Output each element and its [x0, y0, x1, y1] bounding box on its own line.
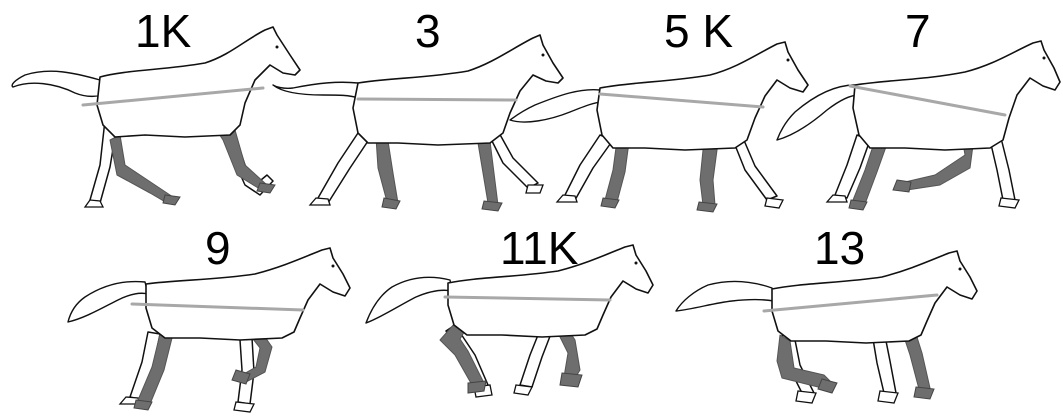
frame-label-3: 5 K: [664, 5, 734, 57]
frame-label-2: 3: [415, 5, 441, 57]
frame-label-5: 9: [205, 222, 231, 274]
horse-frame-5: [67, 247, 351, 413]
horse-frame-6: [365, 244, 654, 398]
horse-frame-4: [776, 40, 1061, 211]
horse-frame-3: [509, 41, 809, 213]
frame-label-7: 13: [814, 222, 866, 274]
horse-frame-2: [272, 34, 564, 212]
horse-frame-1: [11, 26, 301, 208]
frame-label-4: 7: [905, 5, 931, 57]
frame-label-6: 11K: [500, 222, 579, 274]
horse-frame-7: [675, 250, 978, 404]
frame-label-1: 1K: [135, 5, 192, 57]
